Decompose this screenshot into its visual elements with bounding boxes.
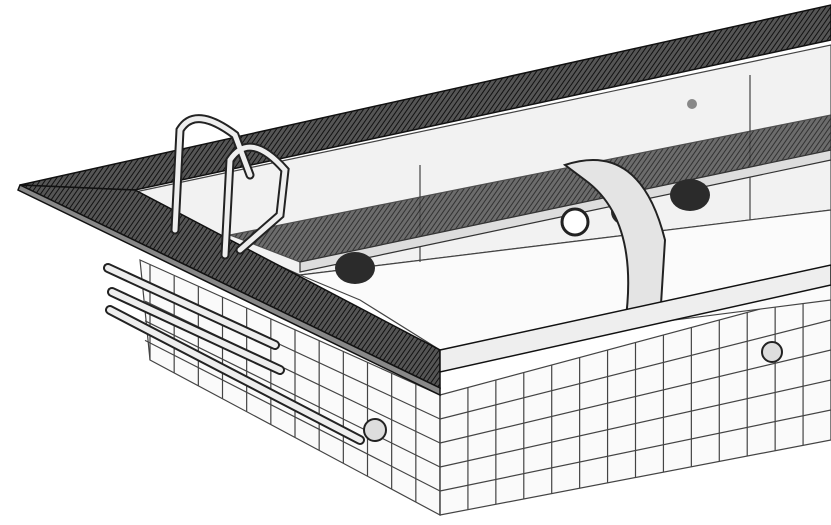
pipe-fitting-icon [761, 341, 783, 363]
cage-bar [144, 339, 441, 492]
cage-bar [439, 349, 831, 444]
fitting-icon [560, 207, 590, 237]
cage-bar [439, 409, 831, 492]
pipe-fitting-icon [363, 418, 387, 442]
cage-bar [144, 320, 441, 468]
coping-deck [17, 4, 831, 397]
cage-bar [439, 319, 831, 420]
ladder [170, 114, 290, 260]
cage-bar [439, 379, 831, 468]
inlet-icon [335, 252, 375, 284]
inlet-icon [670, 179, 710, 211]
fitting-icon [687, 99, 697, 109]
pipes [103, 263, 783, 445]
support-cage [139, 259, 831, 517]
